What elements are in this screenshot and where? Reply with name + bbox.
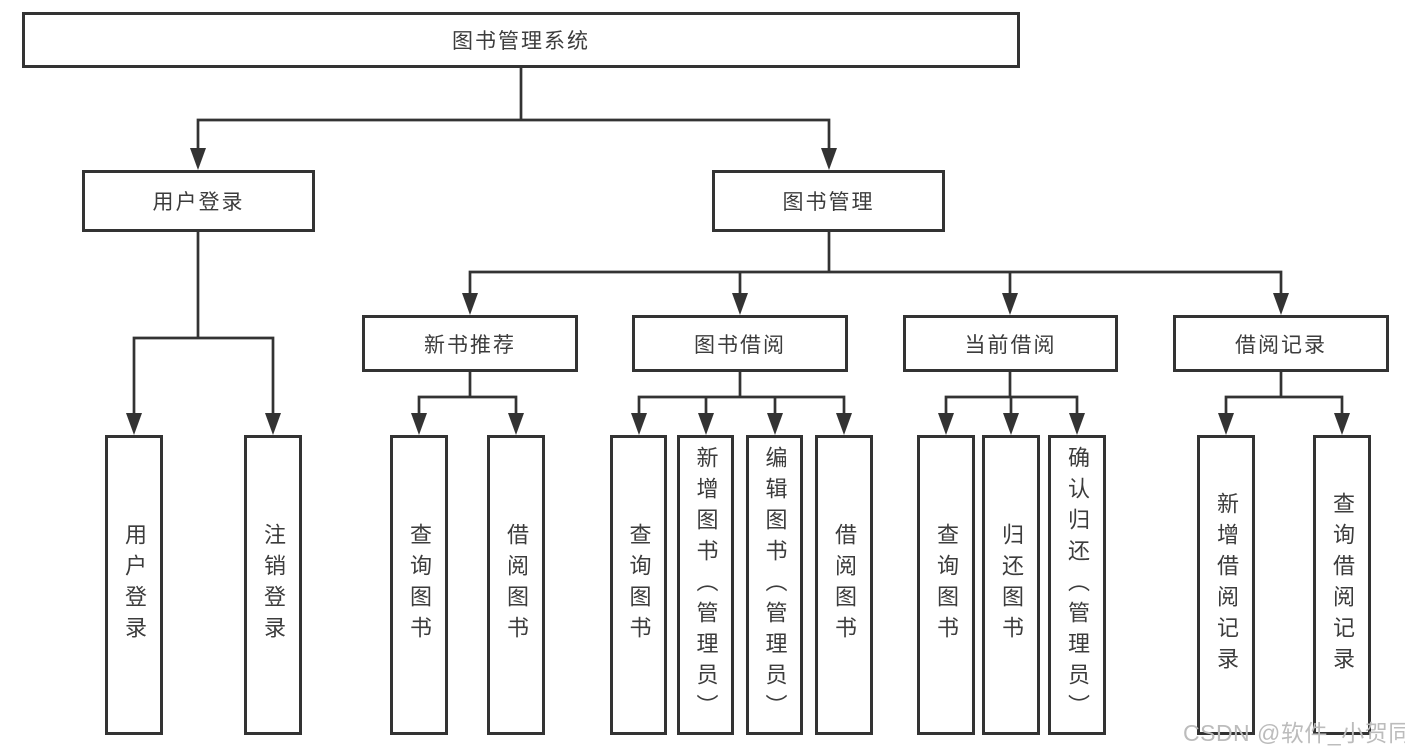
node-label: 确认归还（管理员）	[1065, 445, 1090, 725]
connector-current-to-leaves	[944, 370, 1079, 418]
connector-newbook-to-leaves	[417, 370, 518, 418]
node-label: 新增借阅记录	[1214, 492, 1239, 678]
connector-root-to-level2	[196, 66, 831, 154]
node-label: 图书借阅	[694, 333, 786, 357]
leaf-query-borrow-record: 查询借阅记录	[1313, 435, 1371, 735]
node-borrowing-records: 借阅记录	[1173, 315, 1389, 372]
leaf-recommend-borrow-books: 借阅图书	[487, 435, 545, 735]
node-current-borrowing: 当前借阅	[903, 315, 1118, 372]
node-label: 用户登录	[152, 191, 245, 214]
node-label: 当前借阅	[964, 333, 1057, 357]
node-system-root: 图书管理系统	[22, 12, 1020, 68]
node-book-borrowing: 图书借阅	[632, 315, 848, 372]
leaf-borrowing-query-books: 查询图书	[610, 435, 667, 735]
node-new-book-recommendation: 新书推荐	[362, 315, 578, 372]
node-label: 新书推荐	[424, 333, 516, 357]
node-label: 图书管理	[782, 191, 875, 214]
leaf-confirm-return-admin: 确认归还（管理员）	[1048, 435, 1106, 735]
leaf-logout-login: 注销登录	[244, 435, 302, 735]
node-label: 图书管理系统	[452, 30, 590, 53]
leaf-add-books-admin: 新增图书（管理员）	[677, 435, 734, 735]
node-label: 编辑图书（管理员）	[762, 445, 788, 725]
leaf-borrowing-borrow-books: 借阅图书	[815, 435, 873, 735]
connector-borrow-to-leaves	[637, 370, 846, 418]
node-label: 归还图书	[999, 523, 1024, 647]
connector-login-to-leaves	[132, 230, 275, 418]
connector-records-to-leaves	[1224, 370, 1344, 418]
node-label: 查询图书	[407, 523, 432, 647]
leaf-edit-books-admin: 编辑图书（管理员）	[746, 435, 803, 735]
node-label: 查询图书	[934, 523, 959, 647]
node-label: 借阅图书	[504, 523, 529, 647]
node-label: 查询借阅记录	[1330, 492, 1355, 678]
node-label: 查询图书	[626, 523, 652, 647]
node-label: 注销登录	[261, 523, 286, 647]
leaf-user-login: 用户登录	[105, 435, 163, 735]
node-label: 用户登录	[122, 523, 147, 647]
leaf-return-books: 归还图书	[982, 435, 1040, 735]
node-user-login: 用户登录	[82, 170, 315, 232]
connector-management-to-sections	[468, 230, 1283, 298]
node-label: 借阅图书	[832, 523, 857, 647]
node-book-management: 图书管理	[712, 170, 945, 232]
csdn-watermark: CSDN @软件_小贺同学	[1183, 720, 1405, 746]
leaf-current-query-books: 查询图书	[917, 435, 975, 735]
leaf-recommend-query-books: 查询图书	[390, 435, 448, 735]
node-label: 借阅记录	[1235, 333, 1327, 357]
leaf-add-borrow-record: 新增借阅记录	[1197, 435, 1255, 735]
node-label: 新增图书（管理员）	[693, 445, 719, 725]
